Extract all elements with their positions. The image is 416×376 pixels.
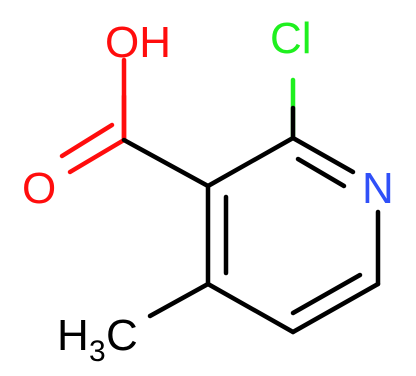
methyl-label: H 3 C	[57, 311, 138, 368]
hydroxyl-label: OH	[105, 18, 171, 67]
ring-nitrogen-label: N	[362, 164, 394, 213]
methyl-h: H	[57, 311, 89, 360]
carbonyl-oxygen-label: O	[22, 164, 56, 213]
methyl-subscript: 3	[89, 335, 106, 368]
atom-labels: OH O Cl N H 3 C	[22, 14, 394, 368]
bond-ring-c4-methyl	[147, 281, 211, 319]
bonds	[59, 57, 381, 335]
bond-ring-c6-c5-inner	[290, 272, 363, 316]
bond-carboxyl-ring	[121, 137, 211, 189]
bond-ring-c3-c2	[205, 135, 296, 189]
bond-ring-c5-c4	[205, 281, 296, 335]
bond-ring-c2-n-inner	[295, 156, 347, 189]
bond-carboxyl-double-o-2	[59, 122, 115, 159]
bond-ring-c6-c5	[290, 281, 381, 335]
bond-ring-c2-n	[290, 135, 356, 175]
methyl-c: C	[106, 311, 138, 360]
bond-carboxyl-double-o	[67, 137, 127, 175]
chlorine-label: Cl	[270, 14, 312, 63]
